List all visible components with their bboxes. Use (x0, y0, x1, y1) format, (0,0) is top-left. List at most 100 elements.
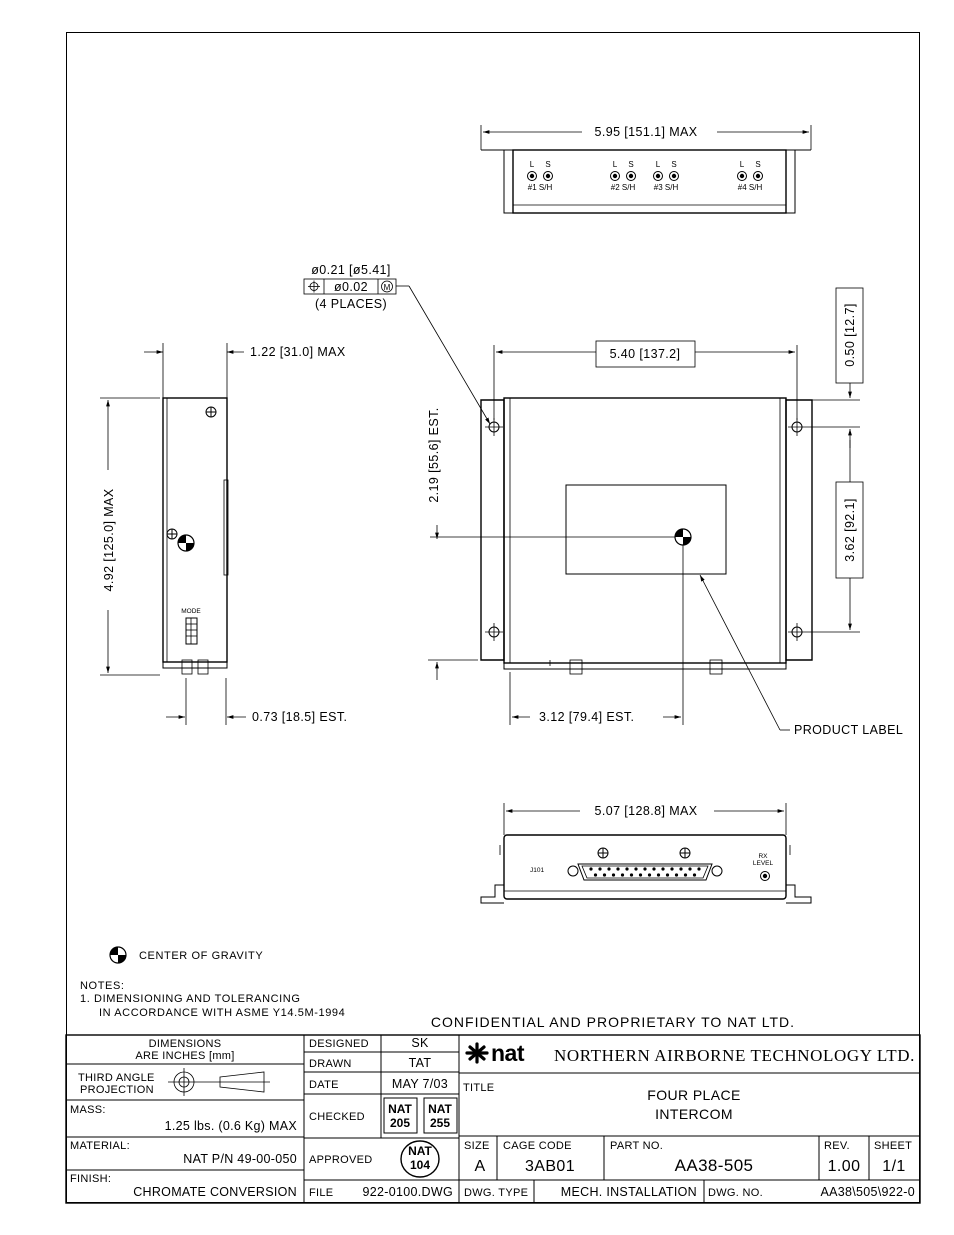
j101-pins (589, 867, 701, 877)
checked-label: CHECKED (309, 1111, 365, 1123)
jack-3-label: #3 S/H (654, 183, 679, 192)
file-label: FILE (309, 1187, 333, 1199)
j101-pin (616, 867, 620, 871)
checked-stamp-2-top: NAT (428, 1102, 452, 1116)
j101-pin (679, 867, 683, 871)
drawn-label: DRAWN (309, 1058, 352, 1070)
jack-4-ring (737, 171, 747, 181)
sheet-value: 1/1 (882, 1158, 905, 1175)
jack-1-ring (527, 171, 537, 181)
j101-pin (598, 867, 602, 871)
mode-label: MODE (181, 608, 201, 615)
drawing-number-value: AA38\505\922-0 (820, 1185, 915, 1199)
jack-4-l-label: L (740, 160, 745, 169)
nat-logo-text: nat (491, 1040, 525, 1066)
side-cg-dimension: 0.73 [18.5] EST. (252, 710, 347, 724)
jack-1-l-label: L (530, 160, 535, 169)
mass-value: 1.25 lbs. (0.6 Kg) MAX (165, 1119, 298, 1133)
nat-logo: nat (465, 1040, 525, 1066)
note-line-2: IN ACCORDANCE WITH ASME Y14.5M-1994 (99, 1007, 345, 1019)
bottom-width-dimension: 5.07 [128.8] MAX (595, 804, 698, 818)
front-view: 5.40 [137.2] PRODUCT LABEL 2.19 [55.6] E… (427, 287, 903, 737)
file-value: 922-0100.DWG (363, 1185, 453, 1199)
checked-stamp-2-bottom: 255 (430, 1116, 450, 1130)
j101-pin (593, 873, 598, 877)
dimensions-line-2: ARE INCHES [mm] (135, 1050, 234, 1062)
mass-label: MASS: (70, 1104, 106, 1116)
jack-4-tip (753, 171, 763, 181)
product-label-callout: PRODUCT LABEL (794, 723, 903, 737)
j101-pin (625, 867, 629, 871)
legend: CENTER OF GRAVITY NOTES: 1. DIMENSIONING… (80, 946, 795, 1030)
part-number-label: PART NO. (610, 1140, 663, 1152)
j101-jackscrew-left (567, 865, 579, 877)
top-width-dimension: 5.95 [151.1] MAX (595, 125, 698, 139)
jack-4-label: #4 S/H (738, 183, 763, 192)
revision-value: 1.00 (828, 1158, 861, 1175)
hole-callout: ø0.21 [ø5.41] ø0.02 M (4 PLACES) (303, 263, 491, 425)
j101-pin (692, 873, 697, 877)
company-name: NORTHERN AIRBORNE TECHNOLOGY LTD. (554, 1046, 915, 1065)
third-angle-projection-icon (168, 1068, 270, 1096)
cg-height-dimension: 2.19 [55.6] EST. (427, 407, 441, 502)
side-view: 1.22 [31.0] MAX 4.92 [125.0] MAX MODE 0.… (100, 343, 347, 725)
jack-2-label: #2 S/H (611, 183, 636, 192)
j101-pin (670, 867, 674, 871)
title-line-2: INTERCOM (655, 1106, 733, 1122)
jack-3-tip (669, 171, 679, 181)
front-cg-symbol (674, 528, 692, 546)
projection-line-1: THIRD ANGLE (78, 1072, 155, 1084)
drawing-number-label: DWG. NO. (708, 1187, 763, 1199)
j101-pin (629, 873, 634, 877)
jack-1-tip (543, 171, 553, 181)
bottom-view: 5.07 [128.8] MAX J101 RX LEVEL (480, 803, 812, 904)
sheet-label: SHEET (874, 1140, 912, 1152)
hole-modifier: M (384, 283, 391, 292)
cg-legend-text: CENTER OF GRAVITY (139, 950, 263, 962)
dimensions-line-1: DIMENSIONS (149, 1038, 222, 1050)
checked-stamp-1-top: NAT (388, 1102, 412, 1116)
cg-legend-icon (109, 946, 127, 964)
j101-pin (656, 873, 661, 877)
checked-stamp-1-bottom: 205 (390, 1116, 410, 1130)
jack-3-ring (653, 171, 663, 181)
cage-code-label: CAGE CODE (503, 1140, 572, 1152)
j101-pin (634, 867, 638, 871)
notes-heading: NOTES: (80, 980, 125, 992)
j101-pin (683, 873, 688, 877)
rx-level-knob (760, 871, 770, 881)
j101-connector (577, 863, 713, 881)
designed-label: DESIGNED (309, 1038, 369, 1050)
side-depth-dimension: 1.22 [31.0] MAX (250, 345, 346, 359)
j101-pin (620, 873, 625, 877)
size-value: A (474, 1158, 485, 1175)
j101-pin (647, 873, 652, 877)
j101-pin (697, 867, 701, 871)
level-label: LEVEL (753, 860, 774, 867)
confidential-notice: CONFIDENTIAL AND PROPRIETARY TO NAT LTD. (431, 1014, 795, 1030)
jack-2-s-label: S (628, 160, 633, 169)
title-block: DIMENSIONS ARE INCHES [mm] THIRD ANGLE P… (65, 1034, 921, 1204)
hole-diameter: ø0.21 [ø5.41] (311, 263, 391, 277)
edge-offset-dimension: 0.50 [12.7] (843, 303, 857, 366)
title-label: TITLE (463, 1082, 494, 1094)
drawing-type-value: MECH. INSTALLATION (561, 1185, 697, 1199)
jack-3-s-label: S (671, 160, 676, 169)
date-label: DATE (309, 1079, 339, 1091)
jack-1-label: #1 S/H (528, 183, 553, 192)
jack-2-l-label: L (613, 160, 618, 169)
jack-4-s-label: S (755, 160, 760, 169)
approved-stamp-bottom: 104 (410, 1158, 430, 1172)
j101-pin (652, 867, 656, 871)
j101-jackscrew-right (711, 865, 723, 877)
projection-line-2: PROJECTION (80, 1084, 154, 1096)
jack-2-ring (610, 171, 620, 181)
side-height-dimension: 4.92 [125.0] MAX (102, 488, 116, 591)
drawing-type-label: DWG. TYPE (464, 1187, 528, 1199)
j101-pin (661, 867, 665, 871)
j101-pin (607, 867, 611, 871)
rx-label: RX (758, 853, 768, 860)
part-number-value: AA38-505 (675, 1156, 754, 1175)
jack-3-l-label: L (656, 160, 661, 169)
